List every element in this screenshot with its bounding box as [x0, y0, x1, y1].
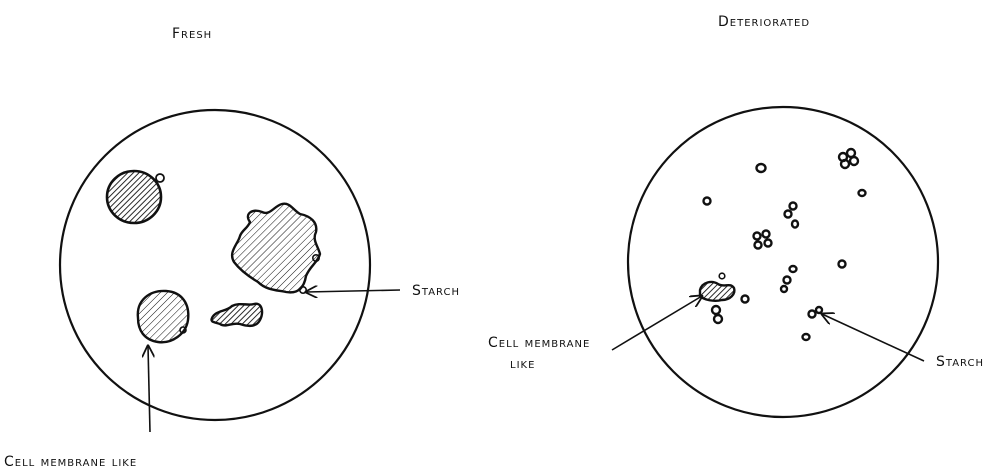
- fresh-panel: Fresh Starch Cell membrane like: [4, 26, 460, 470]
- fresh-title: Fresh: [172, 26, 212, 42]
- fresh-small-mass: [211, 304, 262, 326]
- deteriorated-panel: Deteriorated: [488, 14, 984, 417]
- fresh-membrane-arrow: [148, 346, 150, 432]
- fresh-cell-membrane-oval: [138, 291, 188, 342]
- deteriorated-cell-membrane: [700, 282, 734, 301]
- deteriorated-membrane-arrow: [612, 296, 702, 350]
- fresh-field-circle: [60, 110, 370, 420]
- fresh-starch-label: Starch: [412, 283, 460, 299]
- deteriorated-membrane-label-2: like: [510, 356, 535, 372]
- deteriorated-title: Deteriorated: [718, 14, 810, 30]
- fresh-membrane-label: Cell membrane like: [4, 454, 137, 470]
- deteriorated-starch-label: Starch: [936, 354, 984, 370]
- deteriorated-membrane-label-1: Cell membrane: [488, 335, 590, 351]
- fresh-dense-cell: [107, 171, 164, 223]
- deteriorated-field-circle: [628, 107, 938, 417]
- starch-grains: [704, 149, 866, 340]
- fresh-starch-arrow: [306, 290, 400, 292]
- deteriorated-starch-arrow: [822, 314, 924, 361]
- fresh-starch-mass: [232, 204, 320, 293]
